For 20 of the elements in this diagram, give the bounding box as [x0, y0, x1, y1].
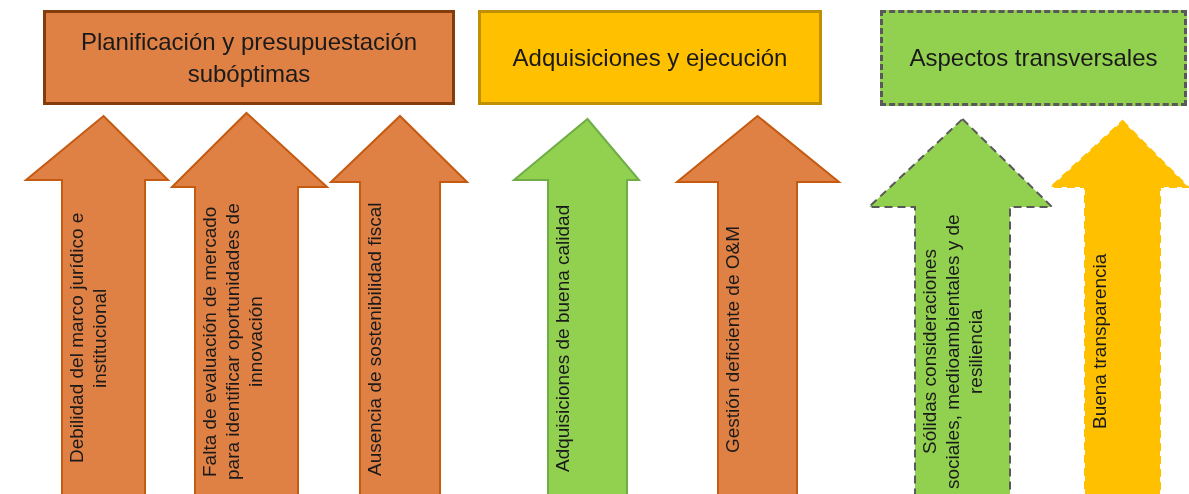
arrow-label: Debilidad del marco jurídico e institucional [66, 211, 111, 466]
pointer-block [676, 115, 840, 494]
arrow-label: Gestión deficiente de O&M [722, 224, 744, 455]
arrow-label: Falta de evaluación de mercado para identificar oportunidades de innovación [199, 202, 267, 482]
pointer-block [868, 118, 1053, 494]
pointer-block [25, 115, 169, 494]
header-title: Adquisiciones y ejecución [511, 42, 789, 73]
arrow-label: Ausencia de sostenibilidad fiscal [364, 201, 386, 478]
header-title: Planificación y presupuestación subóptimas [79, 27, 419, 89]
arrow-label: Buena transparencia [1089, 252, 1111, 432]
header-box [478, 10, 822, 105]
header-box [880, 10, 1187, 106]
pointer-block [513, 118, 640, 494]
header-box [43, 10, 455, 105]
header-title: Aspectos transversales [908, 43, 1159, 74]
arrow-label: Adquisiciones de buena calidad [552, 203, 574, 474]
pointer-block [171, 112, 328, 494]
arrow-label: Sólidas consideraciones sociales, medioambientales y de resiliencia [919, 213, 987, 490]
pointer-block [330, 115, 468, 494]
pointer-block [1050, 120, 1189, 494]
